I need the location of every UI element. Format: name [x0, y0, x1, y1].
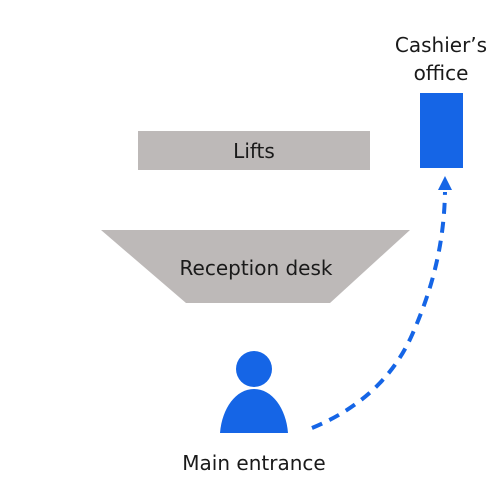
reception-desk-shape[interactable]: [101, 230, 410, 303]
reception-desk-label: Reception desk: [180, 256, 333, 280]
cashier-office-box[interactable]: [420, 93, 463, 168]
cashier-office-label-line2: office: [414, 61, 469, 85]
cashier-office-label-line1: Cashier’s: [395, 33, 487, 57]
route-dashed-line: [311, 191, 447, 430]
person-icon: [220, 351, 288, 433]
main-entrance-label: Main entrance: [182, 451, 325, 475]
route-arrowhead-icon: [438, 176, 452, 190]
lifts-box[interactable]: [138, 131, 370, 170]
lifts-label: Lifts: [233, 139, 275, 163]
